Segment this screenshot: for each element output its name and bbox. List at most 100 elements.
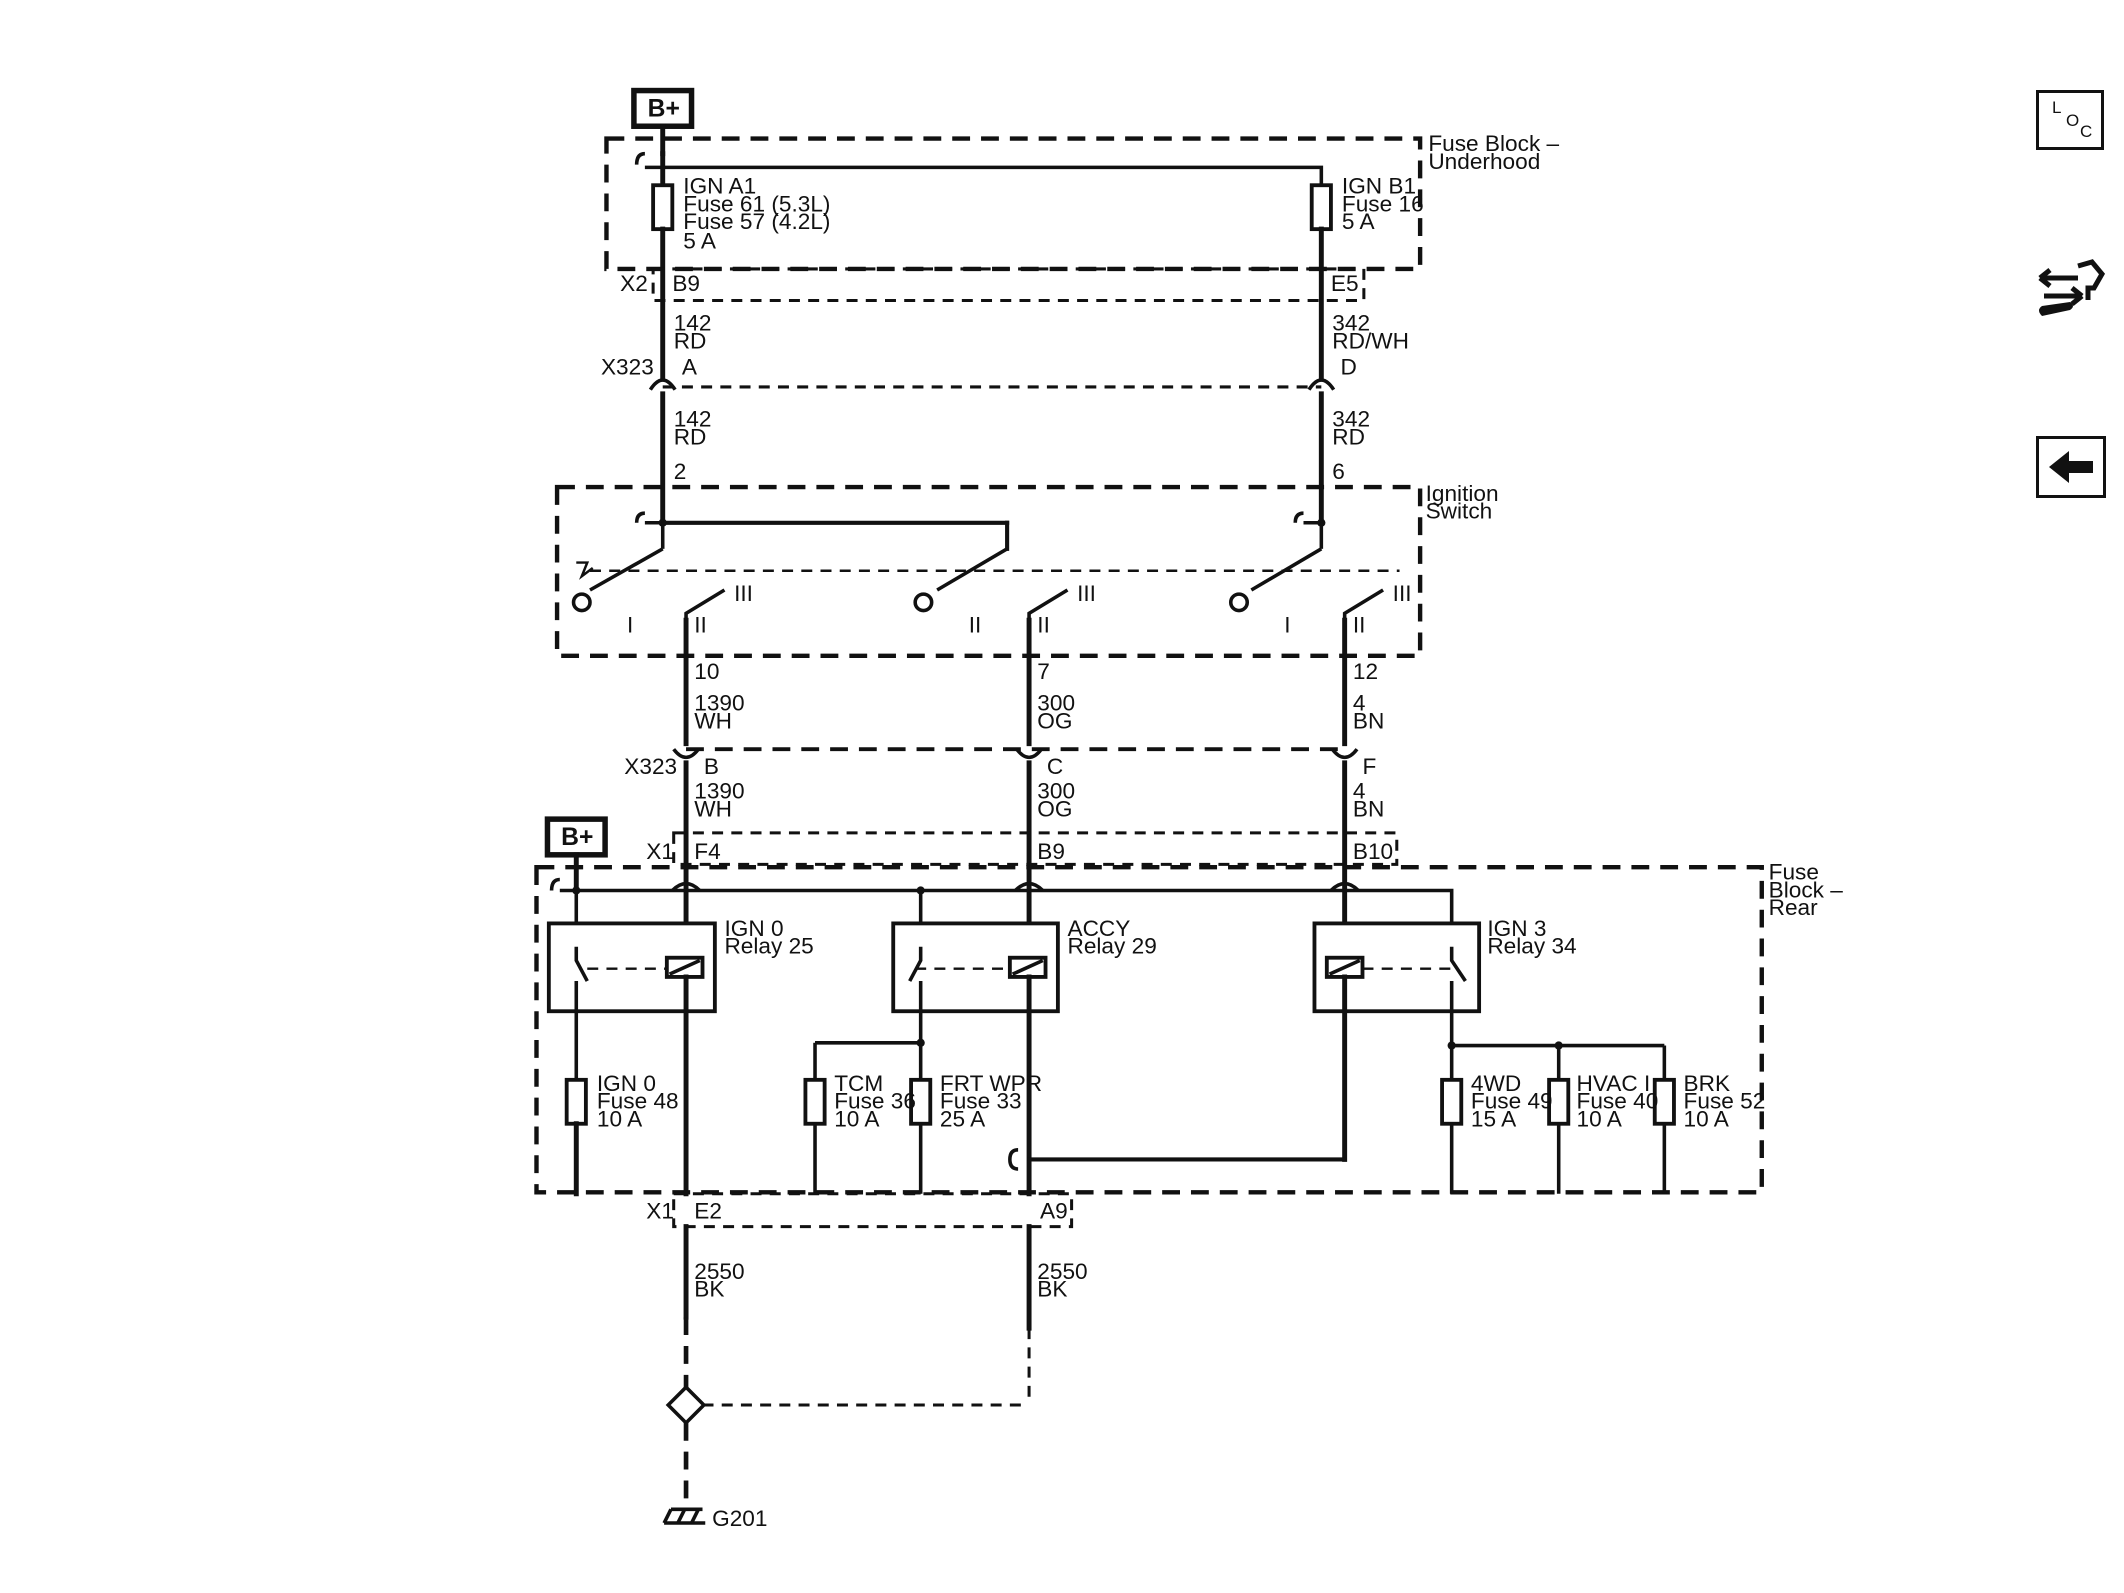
fuse-block-underhood-title2: Underhood [1428,149,1540,174]
wire-300-color-a: OG [1037,709,1072,734]
fuse-ign-a1 [651,183,675,232]
fuse-4wd-name: 4WD [1471,1071,1521,1096]
wire-342-circuit-a: 342 [1332,311,1370,336]
fuse-4wd-49 [1440,1077,1464,1126]
pos-iii-1: III [734,581,753,606]
ignition-switch-title: Ignition [1426,481,1499,506]
pos-ii-3: II [1037,613,1050,638]
x323-pin-a-symbol [648,378,677,391]
ignition-switch-title2: Switch [1426,499,1493,524]
fuse-ign-a1-line2: Fuse 57 (4.2L) [683,209,830,234]
fuse-brk-name: BRK [1684,1071,1731,1096]
wire-1390-color-b: WH [694,796,732,821]
wire-300-circuit-a: 300 [1037,691,1075,716]
pos-iii-2: III [1077,581,1096,606]
fuse-frt-wpr-33 [909,1077,933,1126]
switch-pin-10: 10 [694,659,719,684]
fuse-brk-number: Fuse 52 [1684,1089,1766,1114]
fuse-block-rear-title3: Rear [1769,895,1819,920]
fuse-ign-b1-rating: 5 A [1342,209,1376,234]
x323-pin-b: B [704,754,719,779]
wire-4-circuit-a: 4 [1353,691,1366,716]
switch-pin-12: 12 [1353,659,1378,684]
fuse-4wd-rating: 15 A [1471,1106,1517,1131]
switch-blade-2 [936,547,1009,592]
x1-pin-a9: A9 [1040,1198,1068,1223]
relay-ign3-name: IGN 3 [1487,916,1546,941]
connector-wrench-icon [2038,259,2106,316]
x323-pin-c-symbol [1015,748,1043,760]
wire-142-circuit-a: 142 [674,311,712,336]
splice-diamond [665,1384,707,1426]
battery-terminal-rear [544,816,608,858]
wire-142-color-a: RD [674,329,707,354]
x2-pin-e5: E5 [1331,271,1359,296]
x323-pin-b-symbol [672,748,700,760]
fuse-ign0-number: Fuse 48 [597,1089,679,1114]
switch-contact-3 [1228,592,1250,613]
fuse-brk-52 [1652,1077,1676,1126]
relay-accy-number: Relay 29 [1067,934,1156,959]
fuse-tcm-rating: 10 A [834,1106,880,1131]
fuse-ign0-48 [564,1077,588,1126]
fuse-ign-b1-name: IGN B1 [1342,173,1416,198]
connector-x1-top-label: X1 [646,839,674,864]
relay-accy-name: ACCY [1067,916,1130,941]
fuse-frt-wpr-name: FRT WPR [940,1071,1042,1096]
wire-1390-circuit-a: 1390 [694,691,744,716]
fuse-brk-rating: 10 A [1684,1106,1730,1131]
switch-pin-6: 6 [1332,459,1345,484]
wire-342-circuit-b: 342 [1332,407,1370,432]
fuse-block-underhood-title: Fuse Block – [1428,131,1559,156]
fuse-hvac-name: HVAC I [1577,1071,1651,1096]
relay-ign0-number: Relay 25 [724,934,813,959]
connector-x323-top-label: X323 [601,355,654,380]
fuse-block-rear [534,864,1764,1195]
fuse-tcm-name: TCM [834,1071,883,1096]
wire-2550-circuit-left: 2550 [694,1259,744,1284]
fuse-frt-wpr-rating: 25 A [940,1106,986,1131]
switch-blade-1 [589,547,664,592]
fuse-block-underhood [604,136,1423,272]
fuse-frt-wpr-number: Fuse 33 [940,1089,1022,1114]
x2-pin-b9: B9 [672,271,700,296]
wire-142-color-b: RD [674,425,707,450]
switch-pin-2: 2 [674,459,687,484]
wire-2550-circuit-right: 2550 [1037,1259,1087,1284]
connector-x1-top [672,831,1399,866]
fuse-hvac-40 [1547,1077,1571,1126]
x323-pin-f-symbol [1330,748,1359,760]
x1-pin-b9: B9 [1037,839,1065,864]
relay-ign0-name: IGN 0 [724,916,783,941]
fuse-block-rear-title: Fuse [1769,860,1819,885]
arrow-left-icon [2049,451,2093,483]
fuse-ign-a1-line1: Fuse 61 (5.3L) [683,191,830,216]
relay-ign3-number: Relay 34 [1487,934,1576,959]
connector-x323-bottom-label: X323 [624,754,677,779]
x323-pin-a: A [682,355,698,380]
wire-4-color-b: BN [1353,796,1384,821]
location-button[interactable]: L O C [2036,90,2104,150]
x323-pin-c: C [1047,754,1063,779]
battery-label-rear: B+ [561,824,593,851]
wire-2550-color-left: BK [694,1277,724,1302]
fuse-ign0-name: IGN 0 [597,1071,656,1096]
fuse-ign-a1-rating: 5 A [683,228,717,253]
pos-i-2: I [1284,613,1290,638]
x1-pin-b10: B10 [1353,839,1393,864]
x323-pin-d: D [1341,355,1357,380]
pos-i-1: I [627,613,633,638]
battery-label-top: B+ [648,96,680,123]
connector-x1-bottom [672,1192,1074,1229]
switch-pin-7: 7 [1037,659,1050,684]
back-button[interactable] [2036,436,2106,498]
wire-1390-color-a: WH [694,709,732,734]
connector-tools-button[interactable] [2030,248,2110,332]
loc-icon: L O C [2052,98,2093,141]
key-icon [576,561,594,580]
fuse-tcm-number: Fuse 36 [834,1089,916,1114]
pos-ii-1: II [694,613,707,638]
x323-pin-f: F [1362,754,1376,779]
pos-ii-2: II [969,613,982,638]
